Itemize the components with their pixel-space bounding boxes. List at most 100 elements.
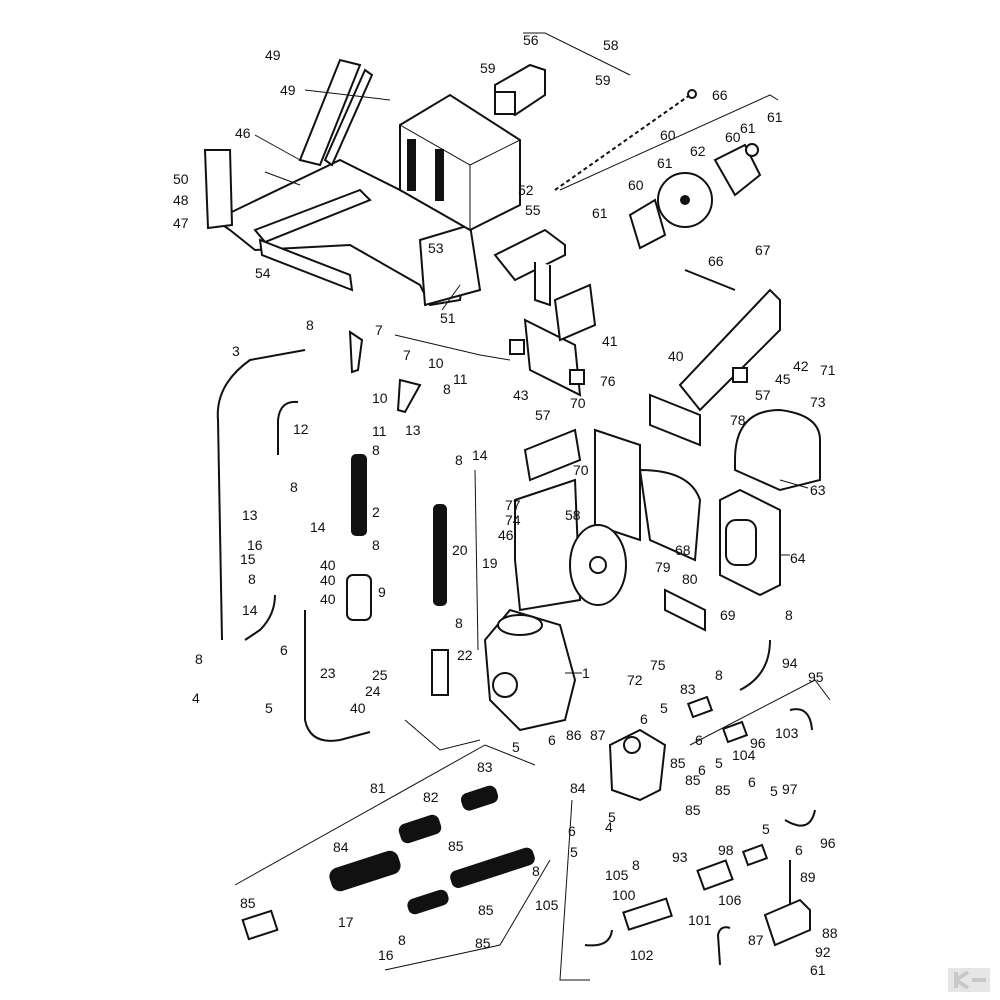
callout-69: 85 xyxy=(478,902,494,918)
leader-41-bracket xyxy=(523,32,631,76)
cover-52 xyxy=(734,408,821,492)
leader-63-bracket xyxy=(234,744,536,886)
elbow-7b xyxy=(396,378,422,414)
callout-25-a: 40 xyxy=(320,591,336,607)
guard-box xyxy=(399,93,521,232)
leader-88-bracket xyxy=(559,799,590,981)
callout-48: 61 xyxy=(740,120,756,136)
callout-81: 93 xyxy=(672,849,688,865)
callout-66-b: 85 xyxy=(448,838,464,854)
callout-76: 87 xyxy=(590,727,606,743)
hose-2 xyxy=(351,454,367,536)
plate-96 xyxy=(594,428,641,542)
callout-68: 85 xyxy=(475,935,491,951)
callout-33: 49 xyxy=(280,82,296,98)
fitting-70 xyxy=(686,695,714,719)
callout-8-h: 8 xyxy=(455,615,463,631)
callout-73: 85 xyxy=(685,802,701,818)
callout-11-a: 11 xyxy=(372,423,387,439)
spacer-30 xyxy=(732,367,748,383)
guard-box-slot-1 xyxy=(407,139,416,191)
callout-8-j: 8 xyxy=(715,667,723,683)
callout-47: 61 xyxy=(657,155,673,171)
pump-1-port xyxy=(492,672,518,698)
callout-25-b: 40 xyxy=(350,700,366,716)
callout-85-f: 102 xyxy=(630,947,654,963)
callout-28: 40 xyxy=(668,348,684,364)
callout-88: 105 xyxy=(535,897,559,913)
callout-61-b: 77 xyxy=(505,497,521,513)
callout-6-d: 6 xyxy=(698,762,706,778)
callout-75: 86 xyxy=(566,727,582,743)
callout-26: 40 xyxy=(320,572,336,588)
callout-20: 22 xyxy=(457,647,473,663)
callout-6-g: 6 xyxy=(568,823,576,839)
callout-30-c: 46 xyxy=(498,527,514,543)
callout-77: 87 xyxy=(748,932,764,948)
publisher-logo-icon xyxy=(948,968,990,992)
callout-11-b: 11 xyxy=(453,371,468,387)
leader-97-bracket xyxy=(394,334,511,361)
callout-8-a: 8 xyxy=(306,317,314,333)
callout-49-a: 61 xyxy=(592,205,608,221)
callout-5-f: 5 xyxy=(608,809,616,825)
callout-8-b: 8 xyxy=(443,381,451,397)
hose-19 xyxy=(433,504,447,606)
callout-27: 40 xyxy=(320,557,336,573)
flange-47-hole xyxy=(680,195,690,205)
mount-plate-95-lug xyxy=(553,283,597,342)
hose-22 xyxy=(304,610,371,742)
callout-40-d: 57 xyxy=(755,387,771,403)
callout-85-e: 101 xyxy=(688,912,712,928)
callout-8-g: 8 xyxy=(248,571,256,587)
gearbox-53-window xyxy=(725,519,757,566)
callout-57-a: 68 xyxy=(675,542,691,558)
callout-41: 58 xyxy=(603,37,619,53)
callout-6-f: 6 xyxy=(548,732,556,748)
pump-1-head xyxy=(497,614,543,636)
callout-40-b: 55 xyxy=(525,202,541,218)
callout-6-e: 6 xyxy=(748,774,756,790)
pump-1 xyxy=(483,608,577,732)
callout-18: 19 xyxy=(482,555,498,571)
callout-8-m: 8 xyxy=(632,857,640,873)
callout-16-a: 15 xyxy=(240,551,256,567)
washer-48 xyxy=(745,143,759,157)
callout-24: 25 xyxy=(372,667,388,683)
callout-5-d: 5 xyxy=(770,783,778,799)
callout-9: 9 xyxy=(378,584,386,600)
callout-37: 51 xyxy=(440,310,456,326)
leader-52 xyxy=(779,479,809,489)
callout-59-b: 72 xyxy=(627,672,643,688)
bracket-102 xyxy=(534,262,551,307)
callout-5-a: 5 xyxy=(265,700,273,716)
callout-numbers: 49 49 46 50 48 47 54 53 51 52 55 56 58 5… xyxy=(173,32,838,978)
callout-29-a: 41 xyxy=(602,333,618,349)
callout-55: 66 xyxy=(708,253,724,269)
hose-12 xyxy=(277,400,299,455)
callout-32: 47 xyxy=(173,215,189,231)
callout-5-e: 5 xyxy=(512,739,520,755)
frame-arm-inner xyxy=(323,68,374,167)
lower-rail xyxy=(253,188,372,244)
callout-63: 81 xyxy=(370,780,386,796)
leader-83-bracket xyxy=(689,679,831,746)
elbow-84 xyxy=(784,809,816,827)
shaft-54-end xyxy=(687,89,697,99)
hose-69 xyxy=(450,847,535,889)
hose-3 xyxy=(216,349,306,641)
support-arm-28 xyxy=(678,288,781,412)
callout-46-a: 60 xyxy=(628,177,644,193)
callout-79: 89 xyxy=(800,869,816,885)
callout-61-d: 79 xyxy=(655,559,671,575)
callout-66-a: 84 xyxy=(333,839,349,855)
fitting-20 xyxy=(431,649,449,696)
callout-29-b: 42 xyxy=(793,358,809,374)
guard-box-slot-2 xyxy=(435,149,444,201)
mount-plate-95 xyxy=(523,318,582,397)
spacer-95-b xyxy=(509,339,525,355)
bushing-89 xyxy=(696,859,734,891)
hub-46-right xyxy=(713,143,762,197)
tee-92 xyxy=(622,897,673,931)
bracket-62 xyxy=(664,588,706,632)
